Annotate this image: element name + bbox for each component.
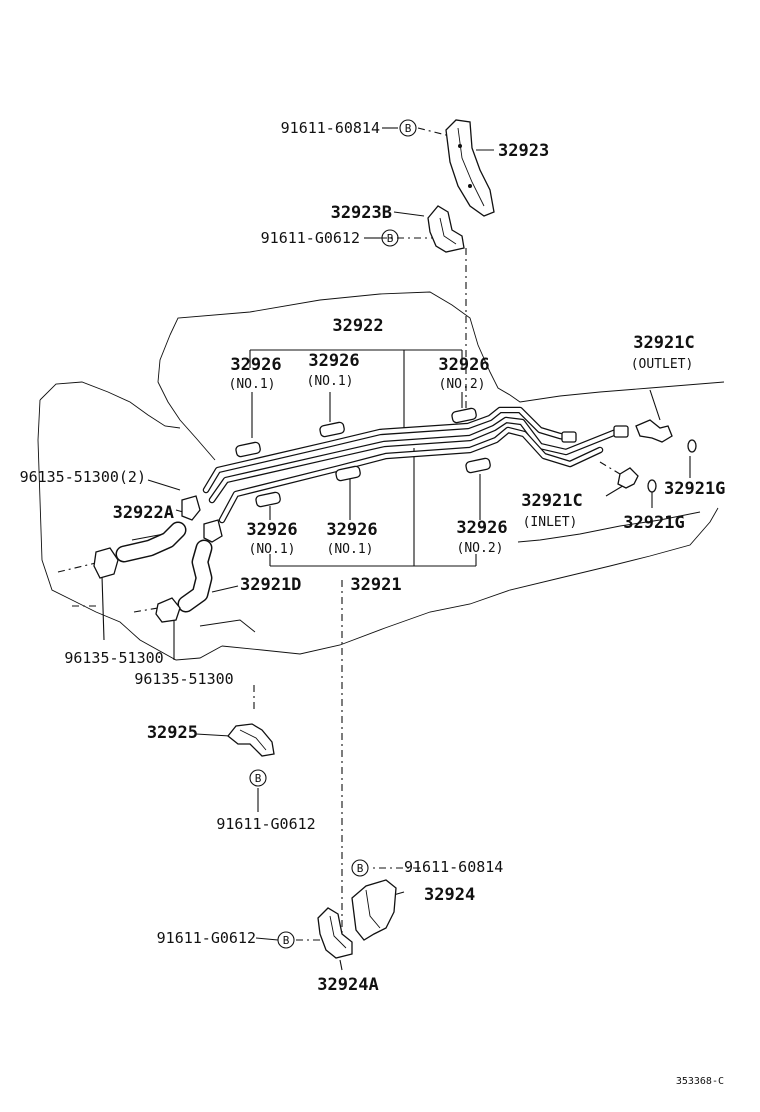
svg-text:B: B (387, 232, 394, 245)
union-fittings (561, 419, 697, 493)
label-32921g-2: 32921G (623, 513, 684, 533)
bracket-32925 (227, 723, 275, 757)
label-32926-f-sub: (NO.2) (457, 541, 504, 556)
label-32924a: 32924A (317, 975, 378, 995)
label-32926-b-sub: (NO.1) (307, 374, 354, 389)
label-32924: 32924 (424, 885, 475, 905)
cushions (235, 407, 491, 508)
label-32926-c-sub: (NO.2) (439, 377, 486, 392)
label-32921c-outlet: 32921C (633, 333, 694, 353)
svg-text:B: B (283, 934, 290, 947)
label-96135-51300-left: 96135-51300 (64, 649, 163, 667)
bracket-32924a (317, 907, 353, 959)
label-32921g-1: 32921G (664, 479, 725, 499)
label-32921c-outlet-sub: (OUTLET) (631, 357, 694, 372)
label-32926-f: 32926 (456, 518, 507, 538)
diagram-code: 353368-C (676, 1076, 724, 1087)
label-32921c-inlet-sub: (INLET) (523, 515, 578, 530)
label-32921d: 32921D (240, 575, 301, 595)
bolt-markers: B B B B B (249, 119, 417, 949)
label-91611-g0612-bottom: 91611-G0612 (157, 929, 256, 947)
svg-text:B: B (255, 772, 262, 785)
label-32923: 32923 (498, 141, 549, 161)
label-96135-51300-2: 96135-51300(2) (20, 468, 146, 486)
part-labels: 91611-60814 32923 32923B 91611-G0612 329… (20, 119, 726, 1087)
label-96135-51300-right: 96135-51300 (134, 670, 233, 688)
bracket-32923 (445, 119, 495, 217)
label-32922: 32922 (332, 316, 383, 336)
label-32921: 32921 (350, 575, 401, 595)
label-32926-d-sub: (NO.1) (249, 542, 296, 557)
label-91611-g0612-mid: 91611-G0612 (216, 815, 315, 833)
bracket-32924 (351, 879, 397, 941)
svg-text:B: B (405, 122, 412, 135)
label-91611-60814-top: 91611-60814 (281, 119, 380, 137)
label-91611-60814-bottom: 91611-60814 (404, 858, 503, 876)
label-32921c-inlet: 32921C (521, 491, 582, 511)
label-91611-g0612-top: 91611-G0612 (261, 229, 360, 247)
bracket-32923b (427, 205, 465, 253)
solid-leaders (101, 127, 691, 971)
label-32926-a: 32926 (230, 355, 281, 375)
label-32926-d: 32926 (246, 520, 297, 540)
label-32926-e-sub: (NO.1) (327, 542, 374, 557)
leader-lines (57, 127, 631, 950)
label-32926-a-sub: (NO.1) (229, 377, 276, 392)
label-32926-b: 32926 (308, 351, 359, 371)
cooler-tubes (202, 406, 620, 524)
label-32925: 32925 (147, 723, 198, 743)
label-32926-c: 32926 (438, 355, 489, 375)
transmission-outline (37, 291, 725, 661)
svg-text:B: B (357, 862, 364, 875)
label-32923b: 32923B (331, 203, 392, 223)
label-32922a: 32922A (113, 503, 174, 523)
label-32926-e: 32926 (326, 520, 377, 540)
hoses-and-clamps (93, 495, 223, 623)
